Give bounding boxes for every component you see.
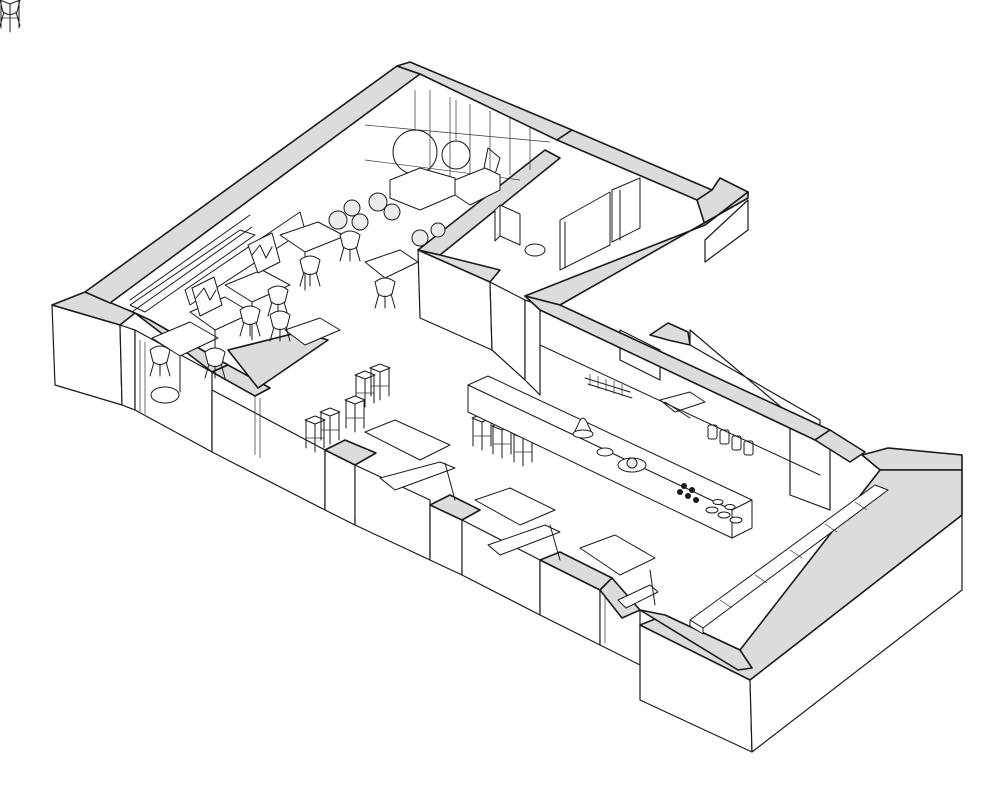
corner-sofa: [389, 167, 501, 211]
booths: [364, 419, 659, 609]
display-trays: [677, 483, 743, 524]
wall-rack: [584, 374, 633, 399]
back-room: [494, 177, 641, 271]
bench-backs: [191, 232, 281, 317]
front-windows: [139, 340, 606, 643]
window-bench: [689, 484, 889, 635]
left-wall-shelf: [129, 214, 253, 404]
wall-cuts: [51, 61, 963, 681]
planters: [328, 192, 446, 247]
service-counter: [467, 344, 821, 539]
bar-stools: [0, 0, 534, 467]
canisters: [707, 424, 754, 456]
